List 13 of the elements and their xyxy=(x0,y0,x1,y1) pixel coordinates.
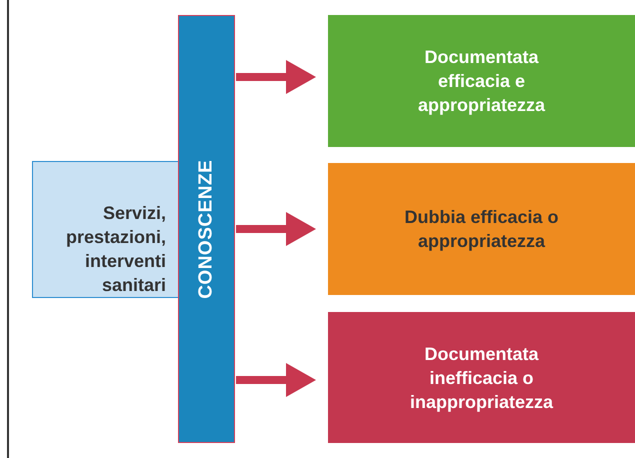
outcome-box xyxy=(328,15,635,147)
box-text: Dubbia efficacia o appropriatezza xyxy=(403,206,560,253)
bar-label: CONOSCENZE xyxy=(194,159,218,299)
box-text: Servizi, prestazioni, interventi sanitari xyxy=(64,202,166,297)
arrow xyxy=(236,363,316,397)
knowledge-bar xyxy=(178,15,235,443)
outcome-box xyxy=(328,163,635,295)
source-box xyxy=(32,161,179,298)
box-text: Documentata inefficacia o inappropriatezza xyxy=(408,342,554,414)
arrow xyxy=(236,212,316,246)
outcome-box xyxy=(328,312,635,443)
box-text: Documentata efficacia e appropriatezza xyxy=(416,46,546,117)
arrow xyxy=(236,60,316,94)
